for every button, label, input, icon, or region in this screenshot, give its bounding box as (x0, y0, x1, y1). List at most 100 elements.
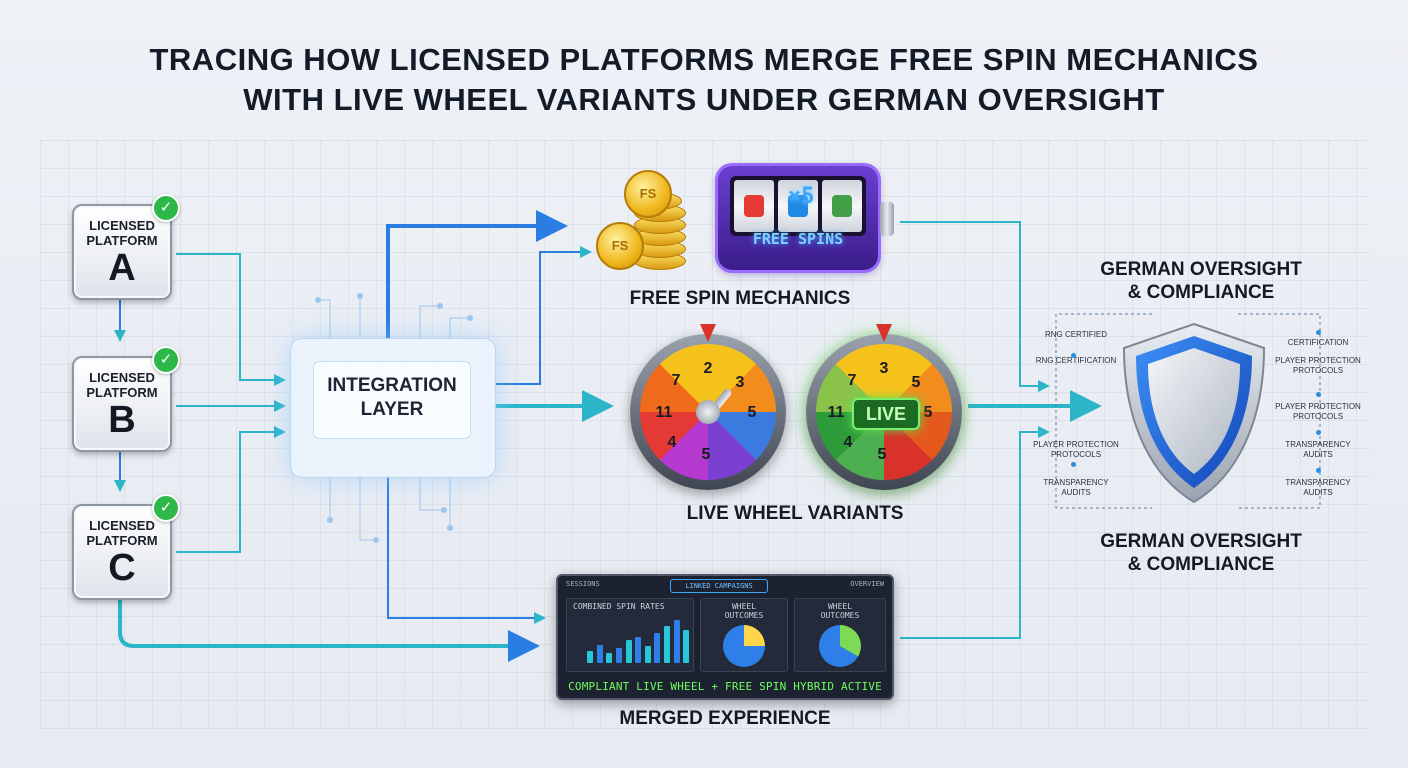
live-wheel-icon: 3 5 5 5 4 11 7 LIVE (806, 324, 962, 490)
compliance-title-bottom-line-2: & Compliance (1127, 554, 1275, 575)
flow-integration-to-free-spins (386, 210, 568, 338)
wheel-outcomes-panel-1: Wheel Outcomes (700, 598, 788, 672)
platform-c-label-2: Platform (86, 533, 158, 548)
dashboard-top-left: SESSIONS (566, 580, 600, 588)
page-title: Tracing How Licensed Platforms Merge Fre… (0, 40, 1408, 120)
platform-b-card: ✓ Licensed Platform B (72, 346, 180, 452)
flow-integration-to-merged (387, 476, 546, 624)
compliance-item-right: Transparency Audits (1285, 478, 1351, 497)
wheel-number: 3 (735, 374, 745, 391)
spin-rate-bar (615, 648, 622, 663)
coin-fs-label: FS (596, 222, 644, 270)
compliance-item-left: RNG Certified (1044, 330, 1108, 339)
wheel-number: 5 (701, 446, 711, 463)
platform-a-label-2: Platform (86, 233, 158, 248)
wheel-number: 2 (703, 360, 713, 377)
merged-experience-label: Merged Experience (619, 708, 831, 729)
bullet-dot (1316, 430, 1321, 435)
circuit-traces (318, 296, 470, 541)
flow-c-to-merged (118, 600, 540, 662)
wheel-pointer-icon (876, 324, 892, 342)
live-badge: LIVE (852, 398, 920, 430)
compliance-item-right: Player Protection Protocols (1275, 356, 1361, 375)
compliance-item-left: Player Protection Protocols (1033, 440, 1119, 459)
wheel-outcomes-pie-2 (819, 625, 861, 667)
wheel-number: 7 (847, 372, 857, 389)
integration-panel: Integration Layer (313, 361, 471, 439)
hybrid-status-text: Compliant Live Wheel + Free Spin Hybrid … (568, 680, 882, 693)
platform-b-label-2: Platform (86, 385, 158, 400)
wheel-number: 4 (667, 434, 677, 451)
coin-fs-label: FS (624, 170, 672, 218)
panel-title: Outcomes (820, 611, 860, 620)
bullet-dot (1316, 330, 1321, 335)
bullet-dot (1071, 353, 1076, 358)
wheel-outcomes-pie-1 (723, 625, 765, 667)
spin-rate-bar (635, 637, 642, 663)
flow-merged-to-compliance (900, 426, 1050, 639)
panel-title: Wheel (731, 602, 757, 611)
platform-c-card: ✓ Licensed Platform C (72, 494, 180, 600)
platform-a-card: ✓ Licensed Platform A (72, 194, 180, 300)
integration-label-1: Integration (327, 375, 457, 396)
spin-rate-bar (664, 626, 671, 663)
spin-rate-bar (644, 646, 651, 663)
compliance-item-left: Transparency Audits (1043, 478, 1109, 497)
flow-a-to-integration (176, 253, 286, 386)
wheel-pointer-icon (700, 324, 716, 342)
panel-title: Outcomes (724, 611, 764, 620)
compliance-title-top-line-2: & Compliance (1127, 282, 1275, 303)
platform-a-letter: A (108, 247, 136, 289)
bullet-dot (1071, 462, 1076, 467)
platform-c-label-1: Licensed (89, 518, 155, 533)
spin-rates-bar-chart (585, 615, 691, 663)
wheel-outcomes-panel-2: Wheel Outcomes (794, 598, 886, 672)
spin-rate-bar (625, 640, 632, 663)
compliance-title-bottom-line-1: German Oversight (1100, 531, 1302, 552)
combined-spin-rates-panel: Combined Spin Rates (566, 598, 694, 672)
platform-c-letter: C (108, 547, 136, 589)
integration-label-2: Layer (360, 399, 424, 420)
wheel-number: 5 (911, 374, 921, 391)
check-icon: ✓ (152, 346, 180, 374)
bullet-dot (1316, 392, 1321, 397)
wheel-number: 4 (843, 434, 853, 451)
compliance-item-right: Player Protection Protocols (1275, 402, 1361, 421)
bullet-dot (1316, 468, 1321, 473)
compliance-title-bottom: German Oversight & Compliance (1071, 530, 1331, 576)
spin-rate-bar (606, 653, 613, 663)
wheel-number: 11 (827, 404, 845, 421)
spin-rate-bar (683, 630, 690, 663)
flow-integration-to-free-spins-2 (494, 246, 592, 385)
wheel-number: 11 (655, 404, 673, 421)
wheel-number: 7 (671, 372, 681, 389)
roulette-wheel-icon: 2 3 5 5 4 11 7 (630, 324, 786, 490)
wheel-hub (696, 400, 720, 424)
wheel-number: 5 (923, 404, 933, 421)
slot-multiplier: ×5 (788, 184, 815, 209)
slot-lever-icon (880, 202, 894, 236)
slot-free-spins-text: FREE SPINS (752, 230, 844, 248)
coin-stack-icon: FS FS (594, 168, 704, 278)
check-icon: ✓ (152, 194, 180, 222)
platform-b-letter: B (108, 399, 136, 441)
panel-title: Wheel (827, 602, 853, 611)
shield-icon (1122, 322, 1266, 504)
live-wheel-variants-label: Live Wheel Variants (686, 503, 904, 524)
flow-c-to-integration (176, 426, 286, 553)
title-line-1: Tracing How Licensed Platforms Merge Fre… (149, 42, 1259, 77)
wheel-number: 5 (877, 446, 887, 463)
compliance-title-top: German Oversight & Compliance (1071, 258, 1331, 304)
check-icon: ✓ (152, 494, 180, 522)
wheel-number: 5 (747, 404, 757, 421)
platform-b-label-1: Licensed (89, 370, 155, 385)
platform-a-label-1: Licensed (89, 218, 155, 233)
compliance-title-top-line-1: German Oversight (1100, 259, 1302, 280)
integration-layer: Integration Layer (290, 338, 496, 478)
compliance-item-left: RNG Certification (1035, 356, 1117, 365)
merged-dashboard: SESSIONS LINKED CAMPAIGNS OVERVIEW Combi… (556, 574, 894, 700)
compliance-left-bracket (1055, 313, 1152, 509)
spin-rate-bar (673, 620, 680, 663)
spin-rate-bar (587, 651, 593, 663)
